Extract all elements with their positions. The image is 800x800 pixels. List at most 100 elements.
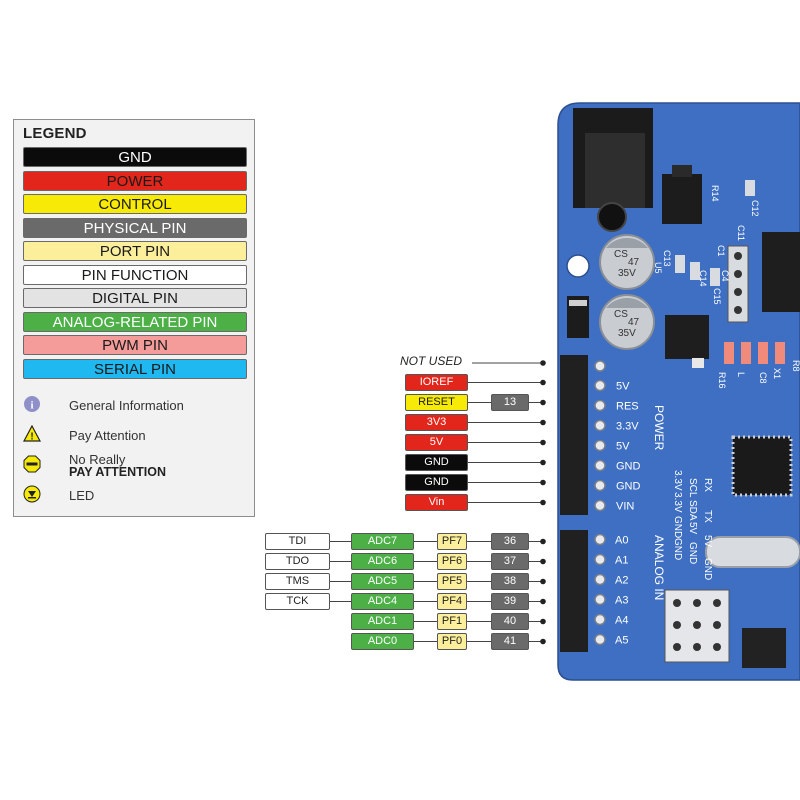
- physical-pin-13: 13: [491, 394, 529, 411]
- label-r8: R8: [791, 360, 800, 372]
- arduino-board: CS 47 35V CS 47 35V C13 U5: [557, 102, 800, 681]
- cap2-mark-1: CS: [614, 309, 628, 320]
- pin-function-tms: TMS: [265, 573, 330, 590]
- pin-function-tck: TCK: [265, 593, 330, 610]
- header-hole: [713, 643, 721, 651]
- label-3v3-2: 3.3V: [672, 492, 683, 513]
- legend-symbol-line1: Pay Attention: [69, 428, 146, 443]
- analog-pin-adc4: ADC4: [351, 593, 414, 610]
- analog-pin-adc7: ADC7: [351, 533, 414, 550]
- pin-hole: [594, 573, 606, 586]
- warning-icon: !: [23, 424, 41, 443]
- leader-dot: [540, 618, 546, 625]
- leader-dot: [540, 360, 546, 366]
- board-pin-label: GND: [616, 461, 641, 473]
- silkscreen-labels: C13 U5 C14 C15 R14 C12 R8 C1 C4 C11 R16 …: [653, 185, 800, 389]
- leader-dot: [540, 379, 546, 386]
- leader-dot: [540, 578, 546, 585]
- port-pin-pf5: PF5: [437, 573, 467, 590]
- leader-lines: [330, 360, 546, 645]
- legend-item-control: CONTROL: [23, 194, 247, 214]
- legend-item-serial-pin: SERIAL PIN: [23, 358, 247, 379]
- board-pin-label: 3.3V: [616, 421, 639, 433]
- power-pin-gnd: GND: [405, 454, 468, 471]
- label-gnd: GND: [702, 558, 713, 580]
- dc-jack-hole: [597, 202, 627, 232]
- label-c13: C13: [662, 250, 672, 267]
- power-pin-ioref: IOREF: [405, 374, 468, 391]
- label-c8: C8: [758, 372, 768, 384]
- capacitor-1: [599, 234, 655, 290]
- legend-symbol-text: Pay Attention: [69, 429, 146, 442]
- legend-item-pwm-pin: PWM PIN: [23, 335, 247, 355]
- header-hole: [673, 621, 681, 629]
- ic-chip-small: [665, 315, 709, 359]
- label-c4: C4: [720, 270, 730, 282]
- header-hole: [713, 621, 721, 629]
- analog-pin-adc6: ADC6: [351, 553, 414, 570]
- label-c14: C14: [698, 270, 708, 287]
- legend-item-port-pin: PORT PIN: [23, 241, 247, 261]
- label-rx: RX: [702, 478, 713, 492]
- dc-jack-front: [585, 133, 645, 208]
- led-icon: [23, 485, 41, 503]
- pin-hole: [594, 419, 606, 432]
- board-pin-label: A1: [615, 555, 628, 567]
- legend-item-analog-related-pin: ANALOG-RELATED PIN: [23, 311, 247, 332]
- cap1-mark-3: 35V: [618, 268, 636, 279]
- legend-item-power: POWER: [23, 170, 247, 191]
- physical-pin-41: 41: [491, 633, 529, 650]
- pin-hole: [594, 479, 606, 492]
- mounting-hole: [566, 254, 590, 278]
- label-r14: R14: [710, 185, 720, 202]
- label-3v3: 3.3V: [672, 470, 683, 491]
- icsp-pin: [734, 306, 742, 314]
- pin-hole: [594, 593, 606, 606]
- label-c11: C11: [736, 225, 746, 241]
- legend-symbol-line1: No Really: [69, 452, 126, 467]
- pin-function-tdo: TDO: [265, 553, 330, 570]
- cap2-mark-2: 47: [628, 317, 640, 328]
- legend-symbol-line1: LED: [69, 488, 95, 503]
- label-l: L: [736, 372, 746, 377]
- label-5v-2: 5V: [687, 522, 698, 535]
- legend-symbol-text: General Information: [69, 399, 184, 412]
- silkscreen-comm-labels: RX TX 5V GND SCL SDA 5V GND 3.3V 3.3V GN…: [672, 470, 713, 580]
- icsp-pin: [734, 270, 742, 278]
- svg-text:!: !: [30, 432, 33, 443]
- analog-title: ANALOG IN: [652, 535, 666, 600]
- label-gnd-4: GND: [672, 538, 683, 560]
- label-gnd-2: GND: [687, 542, 698, 564]
- board-pin-label: GND: [616, 481, 641, 493]
- pin-hole: [594, 613, 606, 626]
- header-hole: [673, 599, 681, 607]
- regulator-tab: [672, 165, 692, 177]
- power-pin-reset: RESET: [405, 394, 468, 411]
- stop-icon: [23, 455, 41, 473]
- power-header: [560, 355, 588, 515]
- physical-pin-36: 36: [491, 533, 529, 550]
- label-c1: C1: [716, 245, 726, 257]
- pin-function-tdi: TDI: [265, 533, 330, 550]
- smd-resistor: [775, 342, 785, 364]
- board-pin-label: A4: [615, 615, 628, 627]
- label-gnd-3: GND: [672, 516, 683, 538]
- legend-item-physical-pin: PHYSICAL PIN: [23, 217, 247, 238]
- diode-band: [569, 300, 587, 306]
- not-used-label: NOT USED: [400, 354, 463, 368]
- legend-item-digital-pin: DIGITAL PIN: [23, 288, 247, 308]
- smd-resistor: [724, 342, 734, 364]
- diode: [567, 296, 589, 338]
- board-pin-label: A2: [615, 575, 628, 587]
- leader-dot: [540, 598, 546, 605]
- port-pin-pf4: PF4: [437, 593, 467, 610]
- icsp-pin: [734, 288, 742, 296]
- icsp-header: [727, 245, 749, 323]
- pin-hole: [594, 499, 606, 512]
- leader-dot: [540, 459, 546, 466]
- info-icon: i: [23, 395, 41, 413]
- label-r16: R16: [717, 372, 727, 389]
- leader-dot: [540, 419, 546, 426]
